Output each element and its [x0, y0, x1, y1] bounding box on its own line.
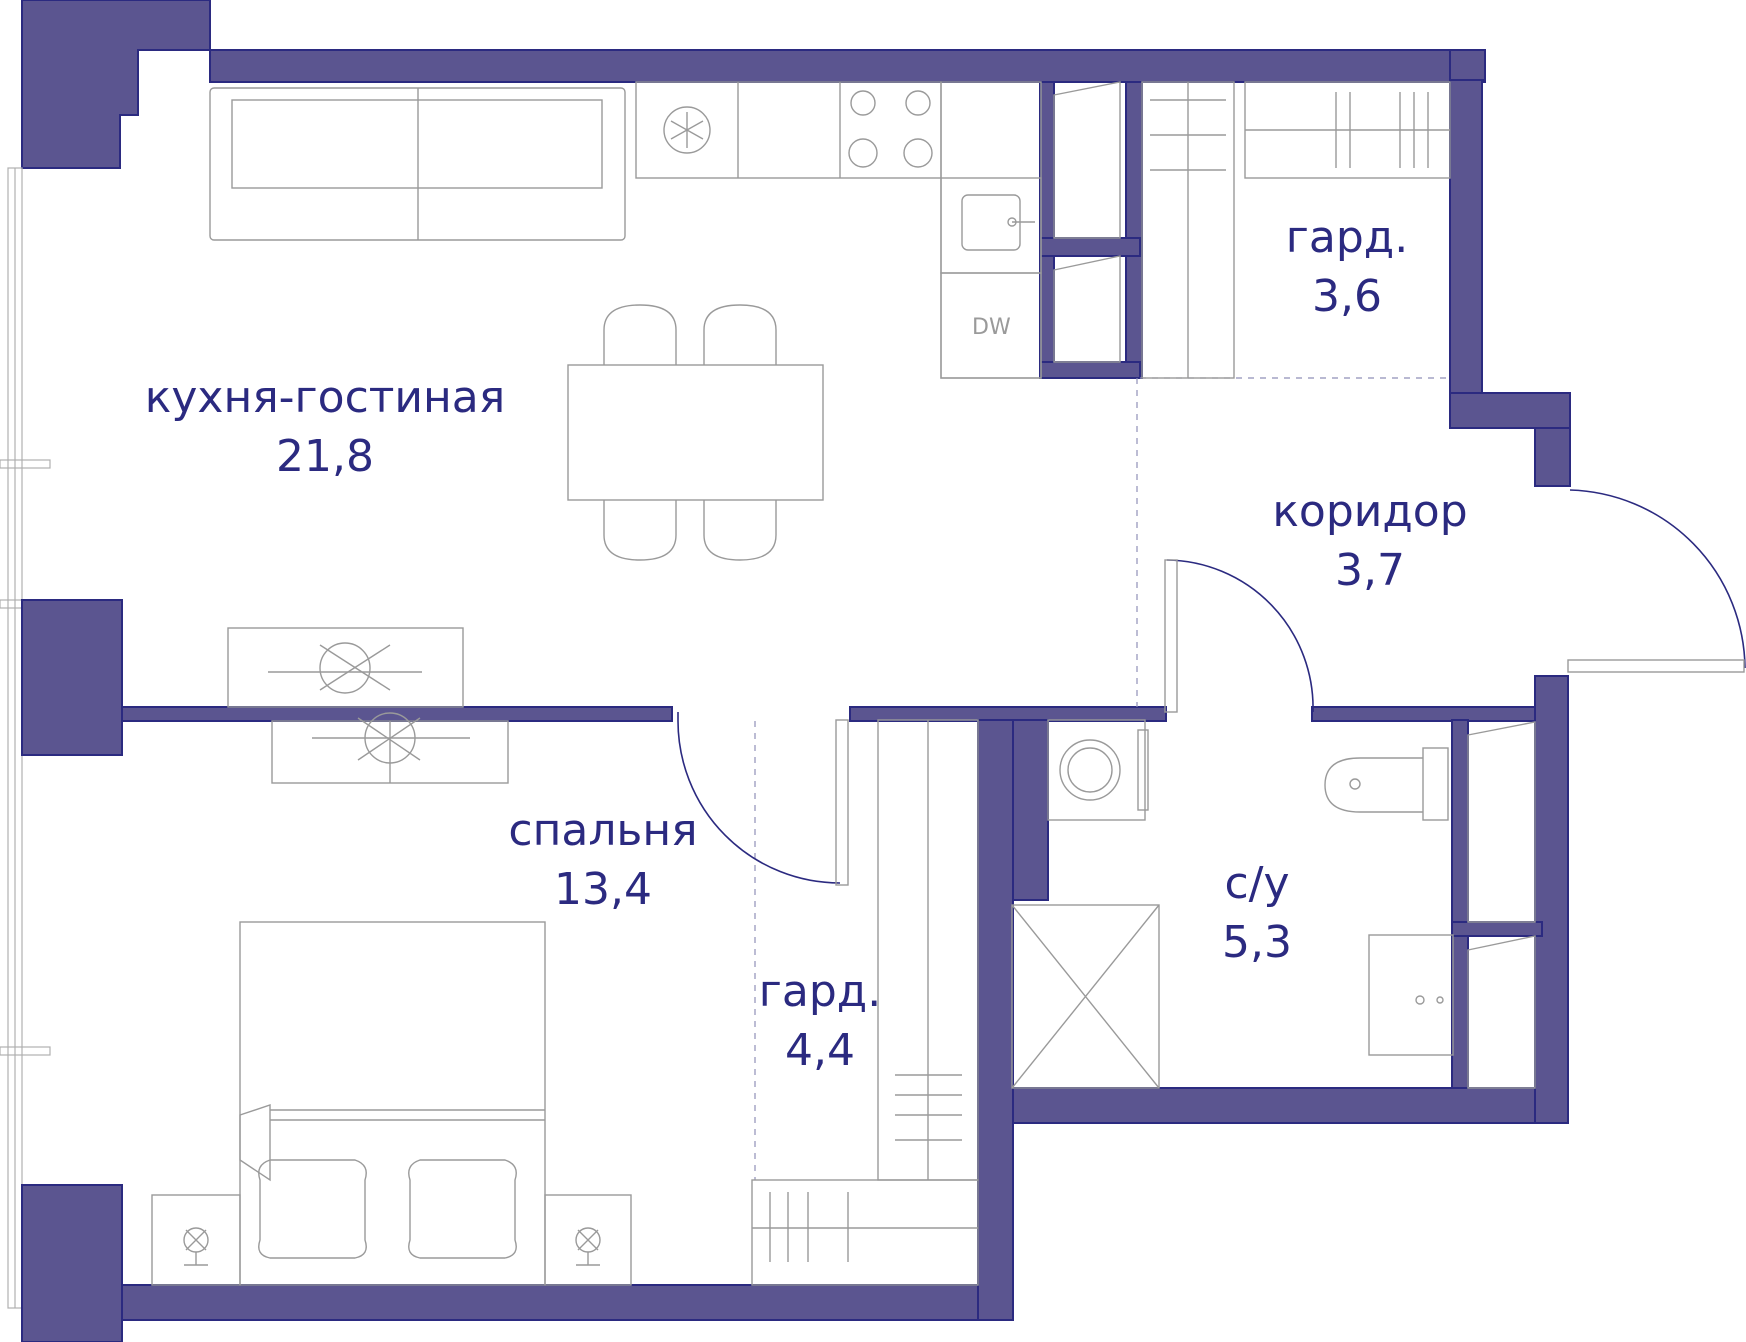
wall-right-step: [1449, 392, 1571, 429]
dishwasher-label: DW: [972, 315, 1011, 340]
wall-top-right-stub: [1449, 49, 1486, 81]
wall-bath-storage-left: [1451, 719, 1469, 1089]
room-area: 3,7: [1335, 544, 1405, 596]
room-name: спальня: [508, 805, 698, 856]
wall-wardrobe-column-left: [1039, 81, 1055, 379]
wall-bottom-left-pillar: [21, 1184, 123, 1342]
wall-right-jamb: [1534, 427, 1571, 487]
room-label-wardrobe-bottom: гард. 4,4: [759, 966, 881, 1078]
room-label-bedroom: спальня 13,4: [508, 805, 697, 917]
wall-bath-bottom: [1012, 1087, 1569, 1124]
sink-icon: [961, 194, 1035, 251]
wall-top: [209, 49, 1486, 83]
bath-sink: [1368, 934, 1454, 1056]
desk: [227, 627, 464, 708]
dishwasher-icon: [940, 272, 1042, 379]
room-label-corridor: коридор 3,7: [1272, 486, 1467, 598]
wall-partition-mid: [849, 706, 1167, 722]
wall-bottom: [121, 1284, 1013, 1321]
wall-wardrobe-column-right: [1125, 81, 1143, 379]
room-name: кухня-гостиная: [144, 372, 506, 423]
dining-table: [567, 364, 824, 501]
door-bathroom: [1166, 559, 1314, 713]
wall-bath-right: [1534, 675, 1569, 1124]
room-name: гард.: [1285, 212, 1409, 263]
wall-wardrobe-bottom: [1039, 361, 1141, 379]
room-name: коридор: [1272, 486, 1468, 537]
stove-icon: [848, 90, 933, 168]
washing-machine-icon: [1047, 719, 1146, 821]
kitchen-furniture: [209, 81, 1451, 708]
wall-partition-right: [1311, 706, 1568, 722]
door-entrance: [1569, 489, 1746, 669]
wall-wardrobe-shelf: [1039, 237, 1141, 257]
bedroom-furniture: [151, 712, 979, 1286]
bed-icon: [239, 921, 546, 1286]
wall-mid-left-pillar: [21, 599, 123, 756]
wall-bath-storage-shelf: [1451, 921, 1543, 937]
room-area: 4,4: [785, 1024, 855, 1076]
room-name: с/у: [1224, 858, 1290, 909]
door-bedroom: [677, 712, 841, 884]
room-label-living: кухня-гостиная 21,8: [145, 372, 505, 484]
wall-right-upper: [1449, 79, 1483, 396]
toilet-icon: [1324, 747, 1449, 821]
kitchen-counter: [635, 81, 942, 179]
room-area: 21,8: [276, 430, 374, 482]
shower-icon: [1011, 904, 1160, 1089]
wall-bath-left: [1012, 719, 1049, 901]
doors: [677, 489, 1746, 886]
chair-icon: [603, 304, 777, 561]
room-label-bathroom: с/у 5,3: [1222, 858, 1292, 970]
room-name: гард.: [758, 966, 882, 1017]
wall-wardrobe-lower: [977, 719, 1014, 1321]
fridge-icon: [663, 106, 711, 154]
wall-top-left-pillar: [21, 0, 211, 169]
room-area: 13,4: [554, 863, 652, 915]
lamp-icon: [151, 1194, 632, 1286]
room-area: 5,3: [1222, 916, 1292, 968]
walls: [0, 0, 1571, 1342]
room-area: 3,6: [1312, 270, 1382, 322]
bathroom-furniture: [1011, 719, 1536, 1089]
room-label-wardrobe-top: гард. 3,6: [1286, 212, 1408, 324]
